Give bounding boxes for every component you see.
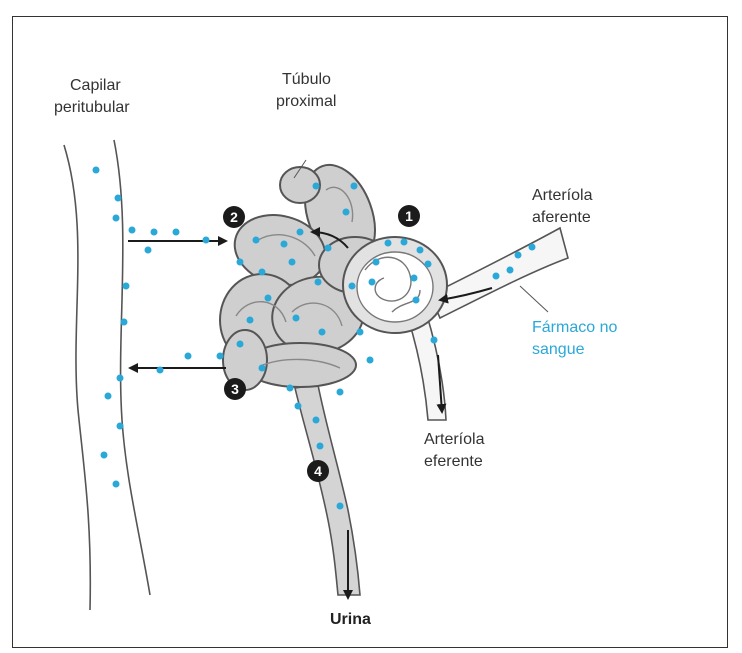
step-badge-2: 2 [223,206,245,228]
farmaco-label-line2: sangue [532,340,585,359]
collecting-tubule [295,385,360,595]
step-badge-4: 4 [307,460,329,482]
step-badge-1: 1 [398,205,420,227]
urina-label: Urina [330,610,371,629]
tubulo-label-line2: proximal [276,92,336,111]
farmaco-label-line1: Fármaco no [532,318,617,337]
step-badge-3: 3 [224,378,246,400]
capilar-label-line2: peritubular [54,98,130,117]
glomerulus [343,237,447,333]
peritubular-capillary [64,140,150,610]
capilar-label-line1: Capilar [70,76,121,95]
eferente-label-line1: Arteríola [424,430,484,449]
tubulo-label-line1: Túbulo [282,70,331,89]
afferent-arteriole [430,228,568,318]
drug-pointer-line [520,286,548,312]
eferente-label-line2: eferente [424,452,483,471]
aferente-label-line2: aferente [532,208,591,227]
aferente-label-line1: Arteríola [532,186,592,205]
